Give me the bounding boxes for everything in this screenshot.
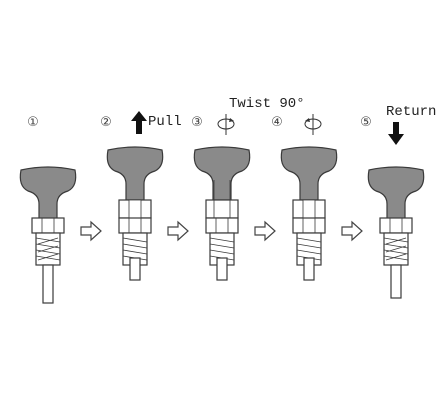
plunger-step-4 xyxy=(280,146,338,281)
plunger-step-1 xyxy=(19,166,77,304)
up-arrow-icon xyxy=(131,111,147,134)
rotation-ellipse-icon xyxy=(217,114,235,135)
plunger-step-3 xyxy=(193,146,251,281)
step-number-1: ① xyxy=(27,115,39,130)
step-number-4: ④ xyxy=(271,115,283,130)
plunger-step-5 xyxy=(367,166,425,299)
twist-label: Twist 90° xyxy=(229,96,305,112)
pull-label: Pull xyxy=(148,114,182,130)
plunger-step-2 xyxy=(106,146,164,281)
step-number-3: ③ xyxy=(191,115,203,130)
step-number-5: ⑤ xyxy=(360,115,372,130)
rotation-ellipse-icon xyxy=(304,114,322,135)
return-label: Return xyxy=(386,104,436,120)
down-arrow-icon xyxy=(388,122,404,145)
outline-right-arrow-icon xyxy=(80,220,102,242)
outline-right-arrow-icon xyxy=(341,220,363,242)
outline-right-arrow-icon xyxy=(254,220,276,242)
step-number-2: ② xyxy=(100,115,112,130)
outline-right-arrow-icon xyxy=(167,220,189,242)
